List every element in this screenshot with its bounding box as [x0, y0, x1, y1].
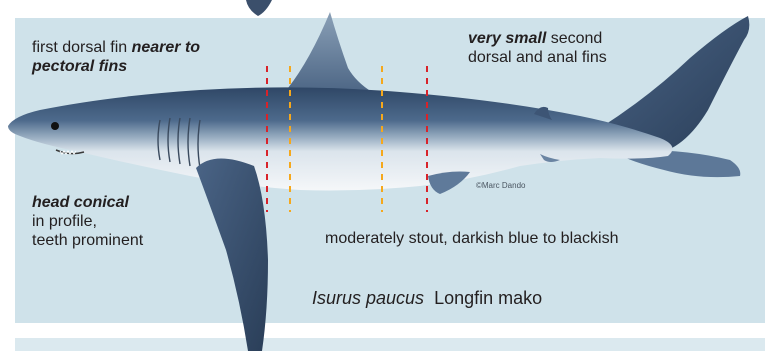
head-note-text: in profile,	[32, 212, 143, 231]
scientific-name: Isurus paucus	[312, 288, 424, 308]
dorsal-note-emphasis-2: pectoral fins	[32, 58, 127, 75]
dorsal-note-text: first dorsal fin	[32, 39, 132, 56]
first-dorsal-fin	[288, 12, 372, 92]
dorsal-note-emphasis: nearer to	[132, 39, 200, 56]
previous-figure-fin	[246, 0, 272, 16]
head-note-emphasis: head conical	[32, 194, 129, 211]
body-description: moderately stout, darkish blue to blacki…	[325, 229, 618, 248]
pelvic-fin	[428, 172, 470, 195]
head-note-text-2: teeth prominent	[32, 231, 143, 250]
small-fins-emphasis: very small	[468, 30, 546, 47]
head-note: head conical in profile, teeth prominent	[32, 193, 143, 250]
small-fins-note: very small second dorsal and anal fins	[468, 29, 607, 67]
pectoral-fin	[196, 158, 268, 351]
small-fins-text-2: dorsal and anal fins	[468, 48, 607, 67]
shark-body	[8, 87, 673, 190]
illustrator-credit: ©Marc Dando	[476, 181, 525, 190]
species-name: Isurus paucus Longfin mako	[312, 288, 542, 309]
common-name: Longfin mako	[434, 288, 542, 308]
eye	[51, 122, 59, 130]
dorsal-fin-position-note: first dorsal fin nearer to pectoral fins	[32, 38, 200, 76]
small-fins-text: second	[546, 30, 602, 47]
